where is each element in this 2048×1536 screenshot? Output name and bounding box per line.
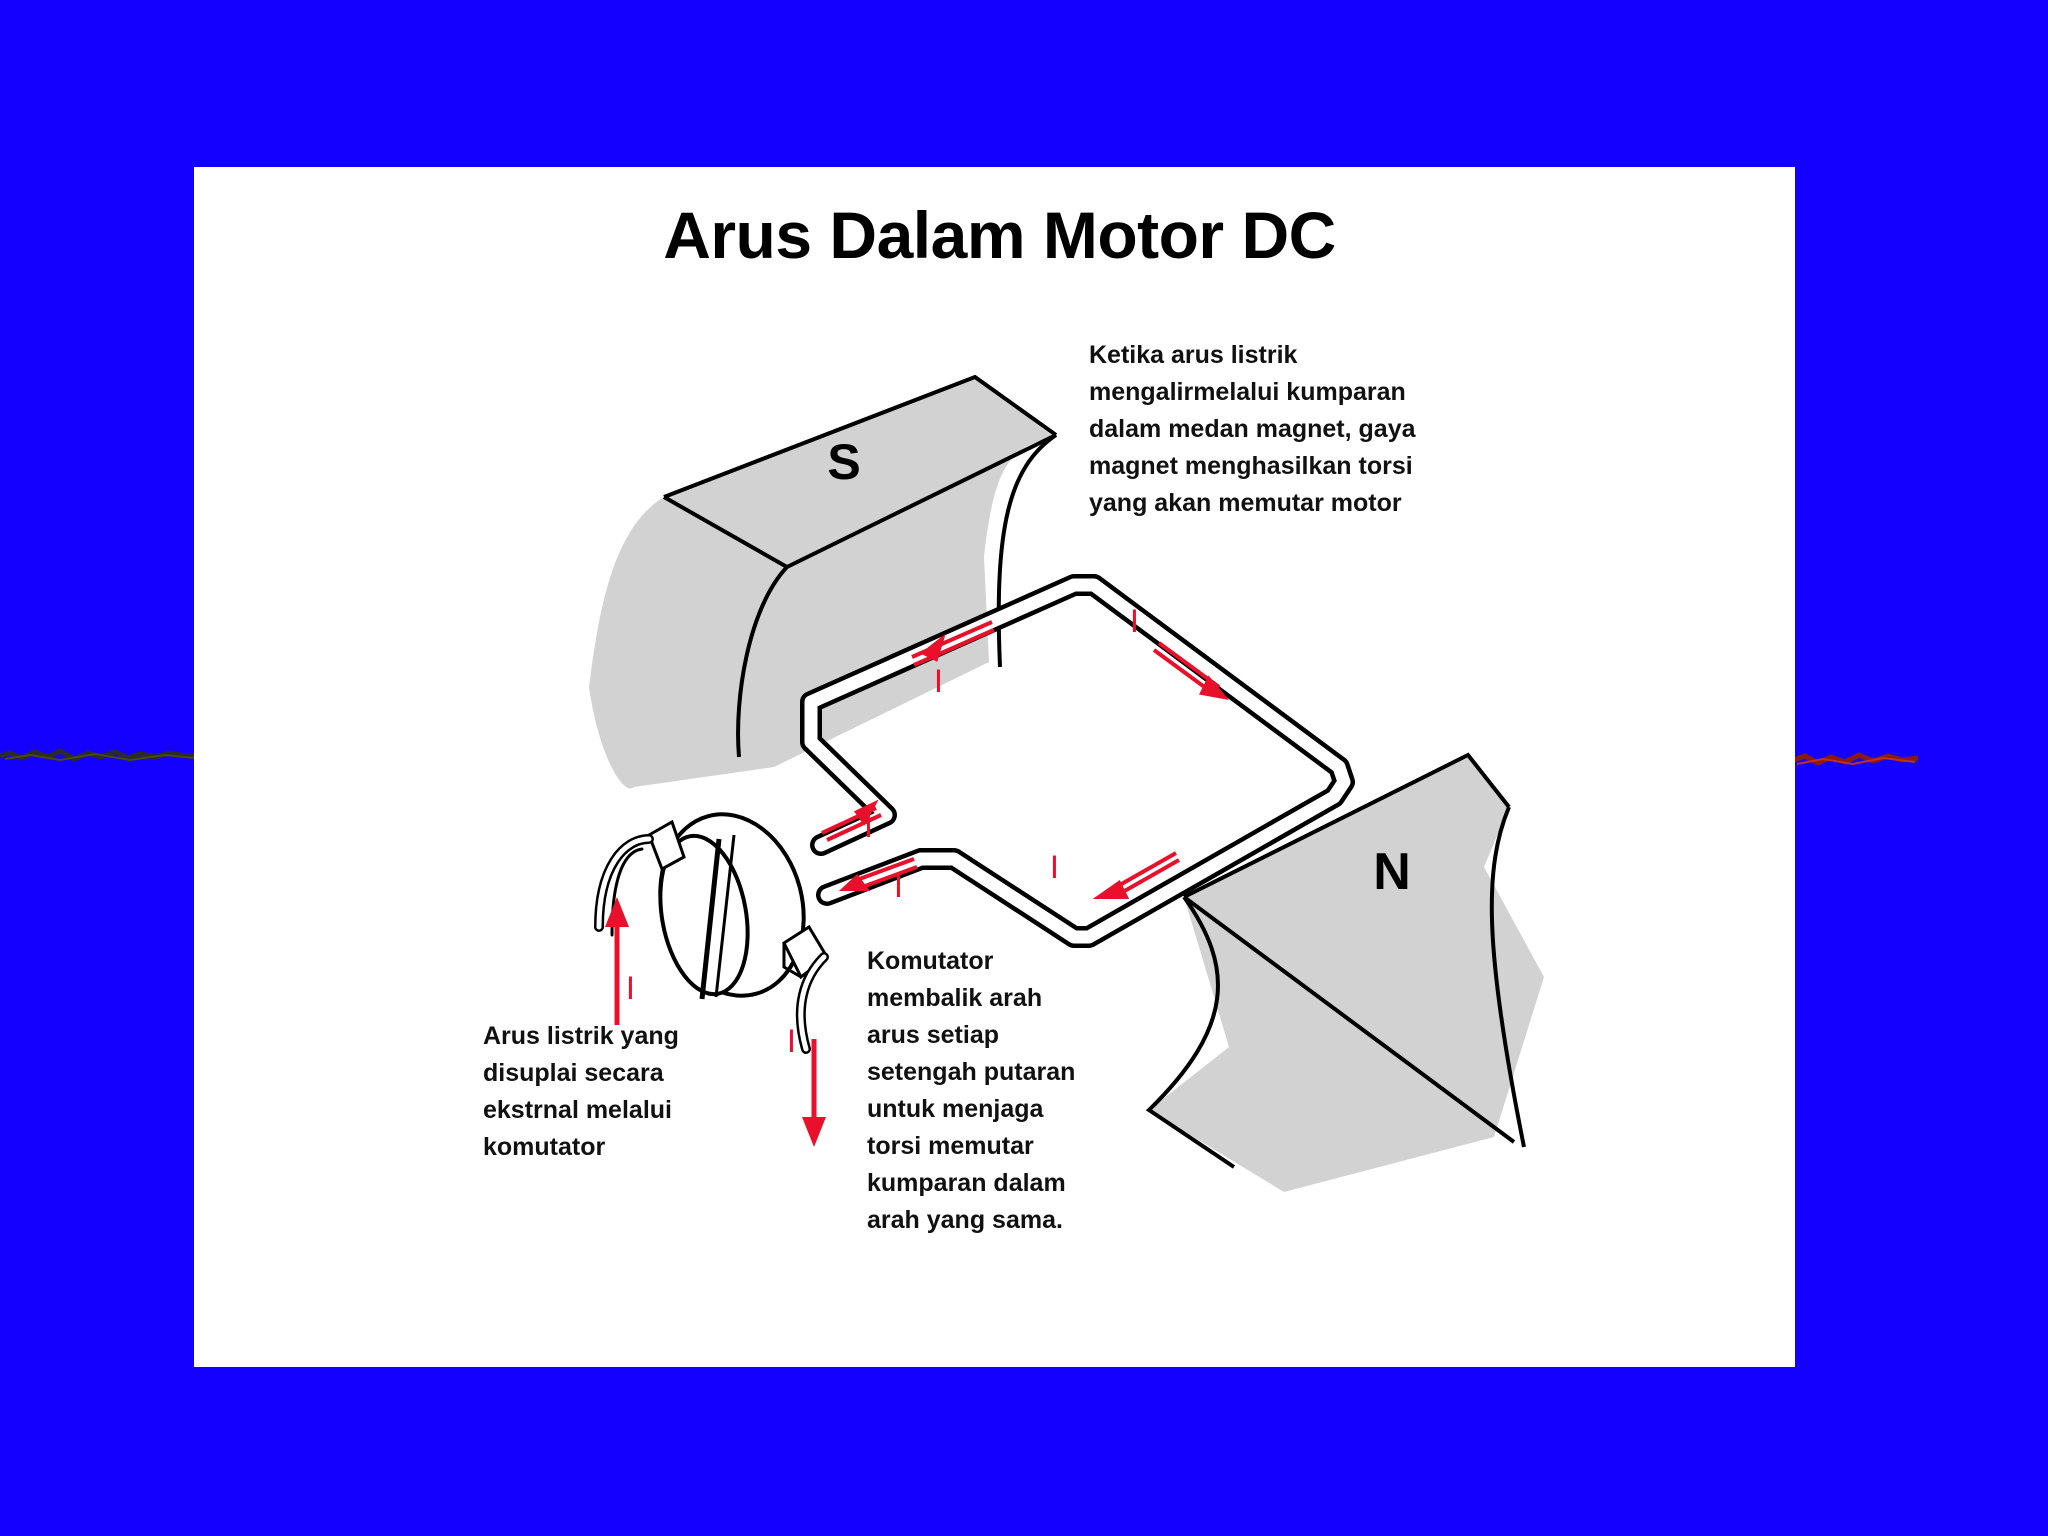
dc-motor-diagram: S N (589, 374, 1544, 1192)
current-arrow-top-right (1152, 641, 1230, 700)
supply-wires (594, 834, 829, 1054)
north-magnet-face (1149, 757, 1544, 1192)
north-pole-label: N (1373, 843, 1411, 901)
coil-loop (800, 574, 1355, 948)
note-external-supply: Arus listrik yang disuplai secara ekstrn… (483, 1022, 679, 1161)
note-torque-explanation: Ketika arus listrik mengalirmelalui kump… (1089, 341, 1416, 517)
supply-arrow-down (802, 1039, 826, 1147)
note-commutator: Komutator membalik arah arus setiap sete… (867, 947, 1076, 1234)
north-magnet-diagonal (1182, 895, 1516, 1144)
current-label-3: I (864, 808, 873, 844)
supply-arrow-up (605, 897, 629, 1025)
current-arrow-bottom-right (1092, 851, 1180, 899)
current-label-2: I (934, 663, 943, 699)
slide-title: Arus Dalam Motor DC (663, 198, 1336, 272)
brush-top (647, 819, 686, 872)
commutator (647, 812, 829, 1000)
south-magnet-front-edge (663, 495, 788, 569)
slide-panel: Arus Dalam Motor DC S N (194, 167, 1795, 1367)
north-magnet-top-edge (1183, 752, 1511, 899)
current-arrow-lower-left (821, 799, 882, 842)
current-arrow-top-left (911, 620, 995, 667)
commutator-face (658, 833, 750, 997)
south-magnet-curve (736, 565, 789, 758)
south-magnet-inner-top (786, 433, 1057, 569)
current-label-7: I (787, 1023, 796, 1059)
north-magnet-left-curve (1145, 895, 1236, 1169)
left-noise-streak (0, 748, 199, 762)
north-magnet-right-curve (1489, 806, 1526, 1148)
current-arrows (821, 620, 1230, 899)
current-label-1: I (1130, 603, 1139, 639)
supply-arrows (605, 897, 826, 1147)
south-magnet-face (589, 377, 1054, 789)
commutator-split (699, 838, 722, 1000)
south-magnet-right-curve (996, 433, 1058, 668)
right-noise-streak (1793, 752, 1919, 766)
coil-wire-fill (804, 578, 1351, 944)
current-labels: I I I I I I I (626, 603, 1139, 1059)
current-label-5: I (1050, 849, 1059, 885)
south-magnet-top-edge (663, 374, 1058, 499)
current-label-6: I (626, 970, 635, 1006)
south-magnet: S (589, 374, 1058, 789)
north-magnet: N (1145, 752, 1544, 1192)
south-pole-label: S (827, 434, 860, 490)
current-label-4: I (894, 868, 903, 904)
current-arrow-lower-mid (838, 857, 918, 891)
